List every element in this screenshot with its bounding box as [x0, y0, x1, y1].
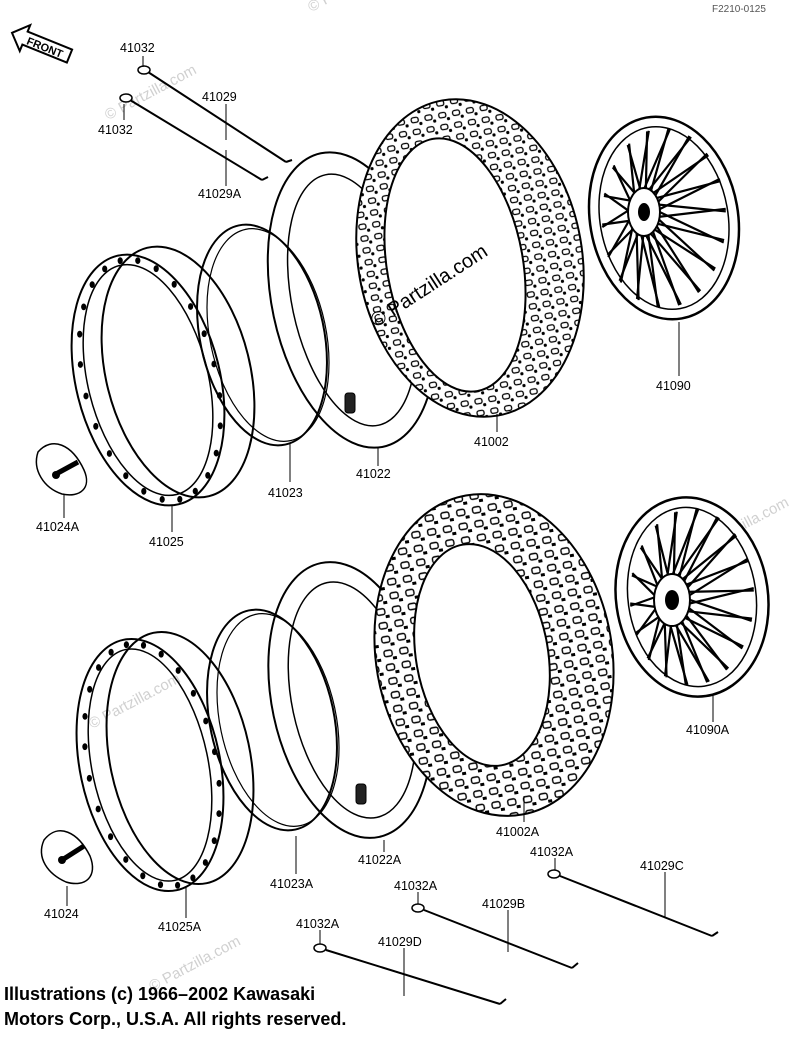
- tire-41002A: [373, 493, 615, 817]
- copyright-notice: Illustrations (c) 1966–2002 Kawasaki Mot…: [4, 982, 524, 1032]
- rim-41025A: [75, 630, 255, 893]
- spoke-41029C: [547, 869, 719, 937]
- diagram-code: F2210-0125: [712, 4, 766, 15]
- label-41032: 41032: [98, 123, 133, 137]
- label-41023: 41023: [268, 486, 303, 500]
- valve-41024: [40, 830, 94, 885]
- copyright-line: Illustrations (c) 1966–2002 Kawasaki: [4, 984, 316, 1004]
- label-41029C: 41029C: [640, 859, 684, 873]
- spoke-41029B: [411, 903, 579, 969]
- label-41002: 41002: [474, 435, 509, 449]
- wheel-41090: [587, 115, 741, 321]
- leader-lines: [63, 56, 714, 996]
- valve-41024A: [35, 443, 88, 496]
- spoke-41029D: [313, 943, 507, 1005]
- copyright-line: Motors Corp., U.S.A. All rights reserved…: [4, 1009, 347, 1029]
- front-arrow-icon: FRONT: [10, 23, 74, 64]
- wheel-41090A: [614, 496, 770, 698]
- label-41022: 41022: [356, 467, 391, 481]
- spoke-41029A: [119, 93, 269, 181]
- label-41029D: 41029D: [378, 935, 422, 949]
- watermark-text: © Partzilla.com: [86, 670, 183, 732]
- label-41025A: 41025A: [158, 920, 202, 934]
- label-41024A: 41024A: [36, 520, 80, 534]
- rim-band-41023: [196, 223, 330, 447]
- label-41032A: 41032A: [530, 845, 574, 859]
- label-41029B: 41029B: [482, 897, 525, 911]
- label-41023A: 41023A: [270, 877, 314, 891]
- label-41029: 41029: [202, 90, 237, 104]
- label-41025: 41025: [149, 535, 184, 549]
- spoke-41029: [137, 65, 293, 163]
- label-41032A: 41032A: [296, 917, 340, 931]
- label-41090A: 41090A: [686, 723, 730, 737]
- part-labels: 41032 41029 41032 41029A 41090 41002 410…: [36, 41, 730, 949]
- label-41024: 41024: [44, 907, 79, 921]
- label-41032: 41032: [120, 41, 155, 55]
- label-41090: 41090: [656, 379, 691, 393]
- label-41022A: 41022A: [358, 853, 402, 867]
- label-41032A: 41032A: [394, 879, 438, 893]
- label-41002A: 41002A: [496, 825, 540, 839]
- tire-41002: [355, 98, 585, 418]
- watermark-text: © Partzilla.com: [305, 0, 402, 16]
- rim-band-41023A: [206, 608, 340, 832]
- label-41029A: 41029A: [198, 187, 242, 201]
